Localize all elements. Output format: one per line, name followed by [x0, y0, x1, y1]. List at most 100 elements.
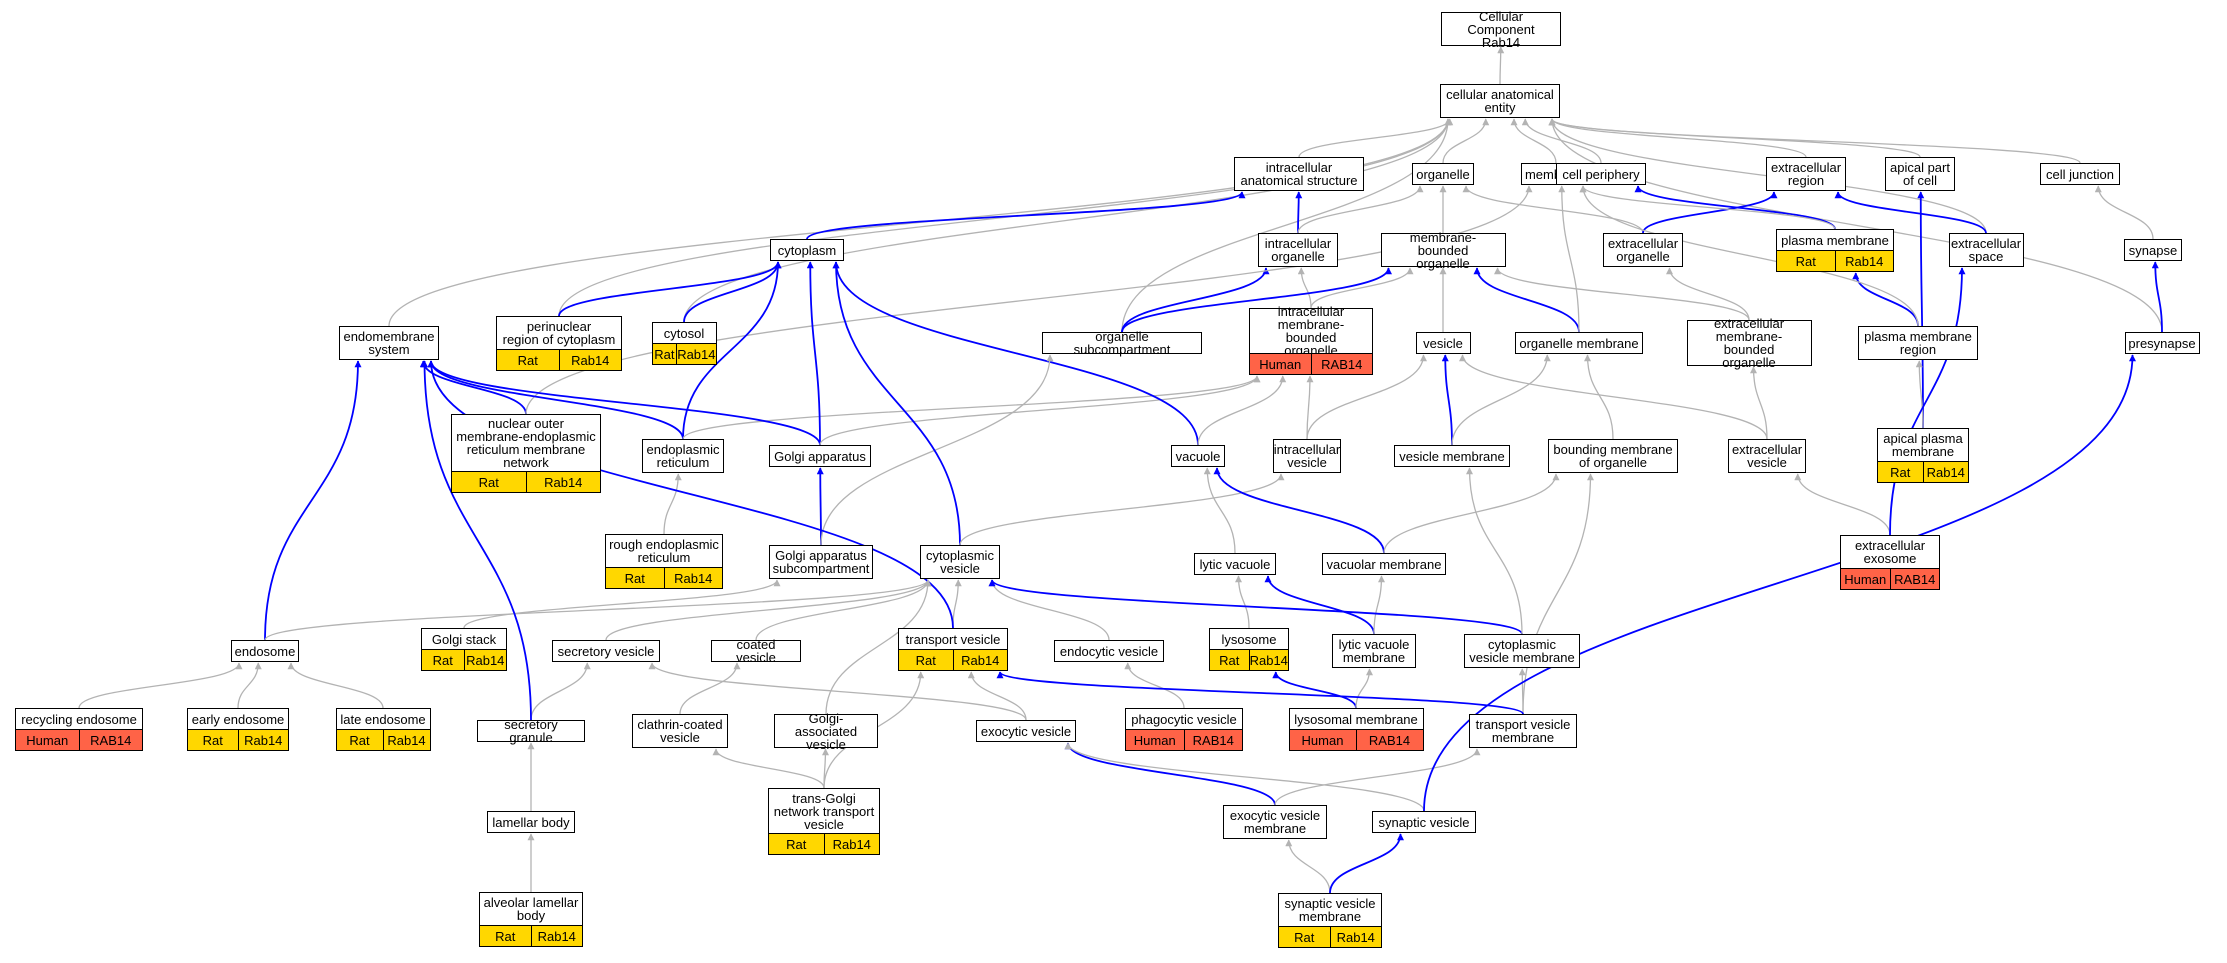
- go-node-ias[interactable]: intracellular anatomical structure: [1234, 157, 1364, 191]
- gene-tag: Rab14: [823, 834, 879, 855]
- go-node-endosome[interactable]: endosome: [231, 640, 299, 662]
- go-node-lyticvacmem[interactable]: lytic vacuole membrane: [1332, 634, 1416, 668]
- edge-vacuole-to-imbo: [1197, 375, 1287, 446]
- go-node-imbo[interactable]: intracellular membrane-bounded organelle…: [1249, 304, 1373, 375]
- go-node-transvesmem[interactable]: transport vesicle membrane: [1469, 714, 1577, 748]
- go-node-pmregion[interactable]: plasma membrane region: [1858, 326, 1978, 360]
- go-node-cytvesmem[interactable]: cytoplasmic vesicle membrane: [1464, 634, 1580, 668]
- node-label: intracellular membrane-bounded organelle: [1277, 304, 1345, 359]
- go-node-celljunc[interactable]: cell junction: [2040, 163, 2120, 185]
- go-node-vesicle[interactable]: vesicle: [1415, 332, 1471, 354]
- edge-pm-to-membrane: [1579, 185, 1836, 230]
- go-node-golgisub[interactable]: Golgi apparatus subcompartment: [769, 545, 873, 579]
- go-node-er[interactable]: endoplasmic reticulum: [642, 439, 724, 473]
- edge-cellper-to-cae: [1521, 118, 1602, 164]
- node-label: extracellular vesicle: [1731, 442, 1803, 471]
- go-node-intorg[interactable]: intracellular organelle: [1258, 233, 1338, 267]
- go-node-apicalcell[interactable]: apical part of cell: [1885, 157, 1955, 191]
- node-label: Golgi apparatus subcompartment: [772, 548, 870, 577]
- go-node-clathrin[interactable]: clathrin-coated vesicle: [632, 714, 728, 748]
- go-node-endocves[interactable]: endocytic vesicle: [1054, 640, 1164, 662]
- go-node-cellper[interactable]: cell periphery: [1556, 163, 1646, 185]
- go-node-synapse[interactable]: synapse: [2124, 239, 2182, 261]
- go-node-presyn[interactable]: presynapse: [2124, 332, 2200, 354]
- go-node-synves[interactable]: synaptic vesicle: [1372, 811, 1476, 833]
- edge-imbo-to-intorg: [1297, 267, 1312, 309]
- go-node-secgran[interactable]: secretory granule: [477, 718, 585, 744]
- go-node-vacmem[interactable]: vacuolar membrane: [1322, 553, 1446, 575]
- node-label: clathrin-coated vesicle: [637, 717, 723, 746]
- go-node-exocvesmem[interactable]: exocytic vesicle membrane: [1223, 805, 1327, 839]
- node-label: late endosome: [340, 711, 426, 727]
- edge-endosome-to-cytves: [264, 579, 932, 641]
- go-node-ecvesicle[interactable]: extracellular vesicle: [1728, 439, 1806, 473]
- node-label: Cellular Component Rab14: [1467, 8, 1535, 50]
- species-tag: Rat: [606, 568, 664, 589]
- edge-organelle-to-cae: [1442, 118, 1490, 164]
- node-label: phagocytic vesicle: [1131, 711, 1237, 727]
- edge-apicalpm-to-pmregion: [1915, 360, 1924, 429]
- edge-vacuole-to-cytoplasm: [832, 261, 1199, 446]
- go-node-cae[interactable]: cellular anatomical entity: [1440, 84, 1560, 118]
- node-label: Golgi stack: [431, 631, 497, 647]
- go-node-extreg[interactable]: extracellular region: [1766, 157, 1846, 191]
- go-node-golgi[interactable]: Golgi apparatus: [769, 445, 871, 467]
- go-node-exocves[interactable]: exocytic vesicle: [976, 720, 1076, 742]
- go-node-cytoplasm[interactable]: cytoplasm: [770, 239, 844, 261]
- go-node-coatedves[interactable]: coated vesicle: [711, 638, 801, 664]
- go-node-orgmem[interactable]: organelle membrane: [1515, 332, 1643, 354]
- go-node-root[interactable]: Cellular Component Rab14: [1441, 8, 1561, 50]
- go-node-mbo[interactable]: membrane-bounded organelle: [1380, 229, 1506, 271]
- gene-tag: Rab14: [1834, 251, 1893, 272]
- go-node-nucouter[interactable]: nuclear outer membrane-endoplasmic retic…: [451, 414, 601, 493]
- go-node-cytves[interactable]: cytoplasmic vesicle: [920, 545, 1000, 579]
- node-label: exocytic vesicle membrane: [1229, 808, 1321, 837]
- node-label: intracellular anatomical structure: [1240, 160, 1358, 189]
- go-node-extspace[interactable]: extracellular space: [1948, 233, 2024, 267]
- go-node-golgiassoc[interactable]: Golgi-associated vesicle: [774, 712, 878, 751]
- edge-embo-to-extorg: [1666, 267, 1750, 321]
- go-node-vacuole[interactable]: vacuole: [1171, 445, 1225, 467]
- go-node-extorg[interactable]: extracellular organelle: [1603, 233, 1683, 267]
- edge-cytves-to-cytoplasm: [832, 261, 961, 546]
- go-node-orgsub[interactable]: organelle subcompartment: [1042, 330, 1202, 356]
- node-label: cytoplasmic vesicle membrane: [1469, 637, 1575, 666]
- go-node-organelle[interactable]: organelle: [1412, 163, 1474, 185]
- go-node-endomem[interactable]: endomembrane system: [339, 326, 439, 360]
- species-tag: Human: [1841, 569, 1890, 590]
- node-label: transport vesicle membrane: [1475, 717, 1571, 746]
- go-node-lamellar[interactable]: lamellar body: [487, 811, 575, 833]
- gene-tag: RAB14: [78, 730, 142, 751]
- edge-exocves-to-secves: [648, 662, 1027, 721]
- go-node-lyticvac[interactable]: lytic vacuole: [1194, 553, 1276, 575]
- go-node-vesmem[interactable]: vesicle membrane: [1394, 445, 1510, 467]
- node-label: intracellular organelle: [1264, 236, 1332, 265]
- go-node-boundmem[interactable]: bounding membrane of organelle: [1548, 439, 1678, 473]
- go-node-embo[interactable]: extracellular membrane-bounded organelle: [1686, 317, 1812, 369]
- node-label: membrane-bounded organelle: [1409, 229, 1477, 271]
- go-node-secves[interactable]: secretory vesicle: [552, 640, 660, 662]
- gene-tag: RAB14: [1355, 730, 1423, 751]
- go-node-icvesicle[interactable]: intracellular vesicle: [1273, 439, 1341, 473]
- edge-coatedves-to-cytves: [755, 579, 932, 641]
